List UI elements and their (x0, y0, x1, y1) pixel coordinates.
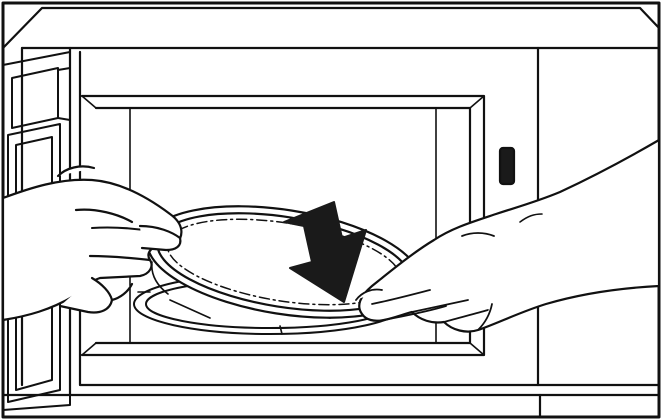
right-hand (355, 138, 661, 333)
down-arrow-icon (283, 201, 367, 303)
door-latch-slot-icon (498, 146, 516, 186)
left-hand (1, 165, 183, 322)
